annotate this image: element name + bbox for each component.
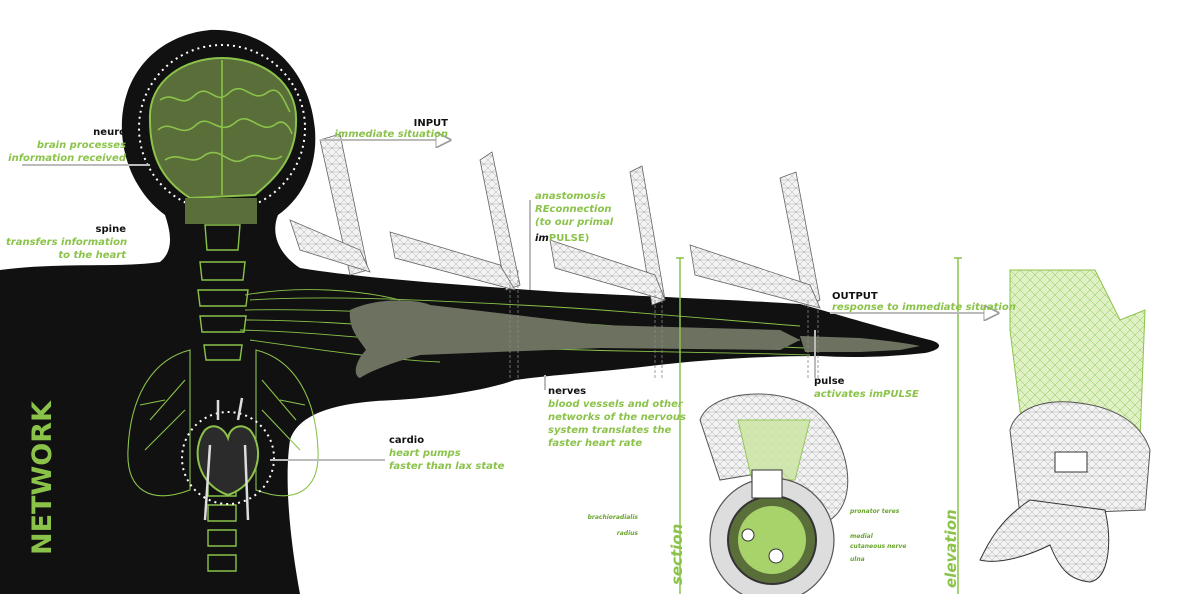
impulse-prefix: im (535, 233, 549, 244)
output-label: OUTPUT (832, 291, 878, 302)
ulna-label: ulna (850, 556, 865, 563)
anastomosis-line-4: imPULSE) (535, 229, 589, 245)
neuro-desc-1: brain processes (36, 140, 126, 151)
impulse-suffix: PULSE) (548, 233, 590, 244)
neuro-label: neuro (93, 127, 126, 138)
output-desc: response to immediate situation (832, 302, 1016, 313)
spine-label: spine (95, 224, 126, 235)
cardio-label: cardio (389, 435, 425, 446)
elevation-view (979, 269, 1151, 583)
section-view (699, 393, 849, 594)
heart (181, 397, 275, 521)
arm-fins (289, 133, 821, 309)
lungs (127, 349, 319, 497)
spine-desc-1: transfers information (6, 237, 128, 248)
cutaneous-nerve-label: cutaneous nerve (850, 543, 907, 550)
nerves-desc-3: system translates the (548, 425, 672, 436)
section-view-label: section (668, 523, 686, 585)
cardio-desc-1: heart pumps (389, 448, 461, 459)
neuro-desc-2: information received (8, 153, 126, 164)
cardio-desc-2: faster than lax state (389, 461, 505, 472)
brachioradialis-label: brachioradialis (587, 514, 638, 521)
medial-label: medial (850, 533, 873, 540)
pulse-label: pulse (814, 376, 845, 387)
pronator-teres-label: pronator teres (850, 508, 900, 515)
anastomosis-line-2: REconnection (535, 204, 612, 215)
spine-desc-2: to the heart (58, 250, 126, 261)
anastomosis-line-1: anastomosis (535, 191, 606, 202)
leader-lines (22, 140, 998, 461)
input-desc: immediate situation (334, 129, 448, 140)
elevation-view-label: elevation (942, 509, 960, 588)
spine (197, 224, 249, 572)
nerves-desc-2: networks of the nervous (548, 412, 686, 423)
pulse-desc: activates imPULSE (814, 389, 919, 400)
nerves-desc-4: faster heart rate (548, 438, 643, 449)
input-label: INPUT (413, 118, 448, 129)
brain (138, 44, 306, 224)
anastomosis-line-3: (to our primal (535, 217, 614, 228)
radius-label: radius (616, 530, 638, 537)
arm-bones (349, 300, 920, 378)
nerves-desc-1: blood vessels and other (548, 399, 683, 410)
nerves-label: nerves (548, 386, 587, 397)
title-network: NETWORK (27, 401, 58, 555)
guide-lines (509, 270, 819, 378)
